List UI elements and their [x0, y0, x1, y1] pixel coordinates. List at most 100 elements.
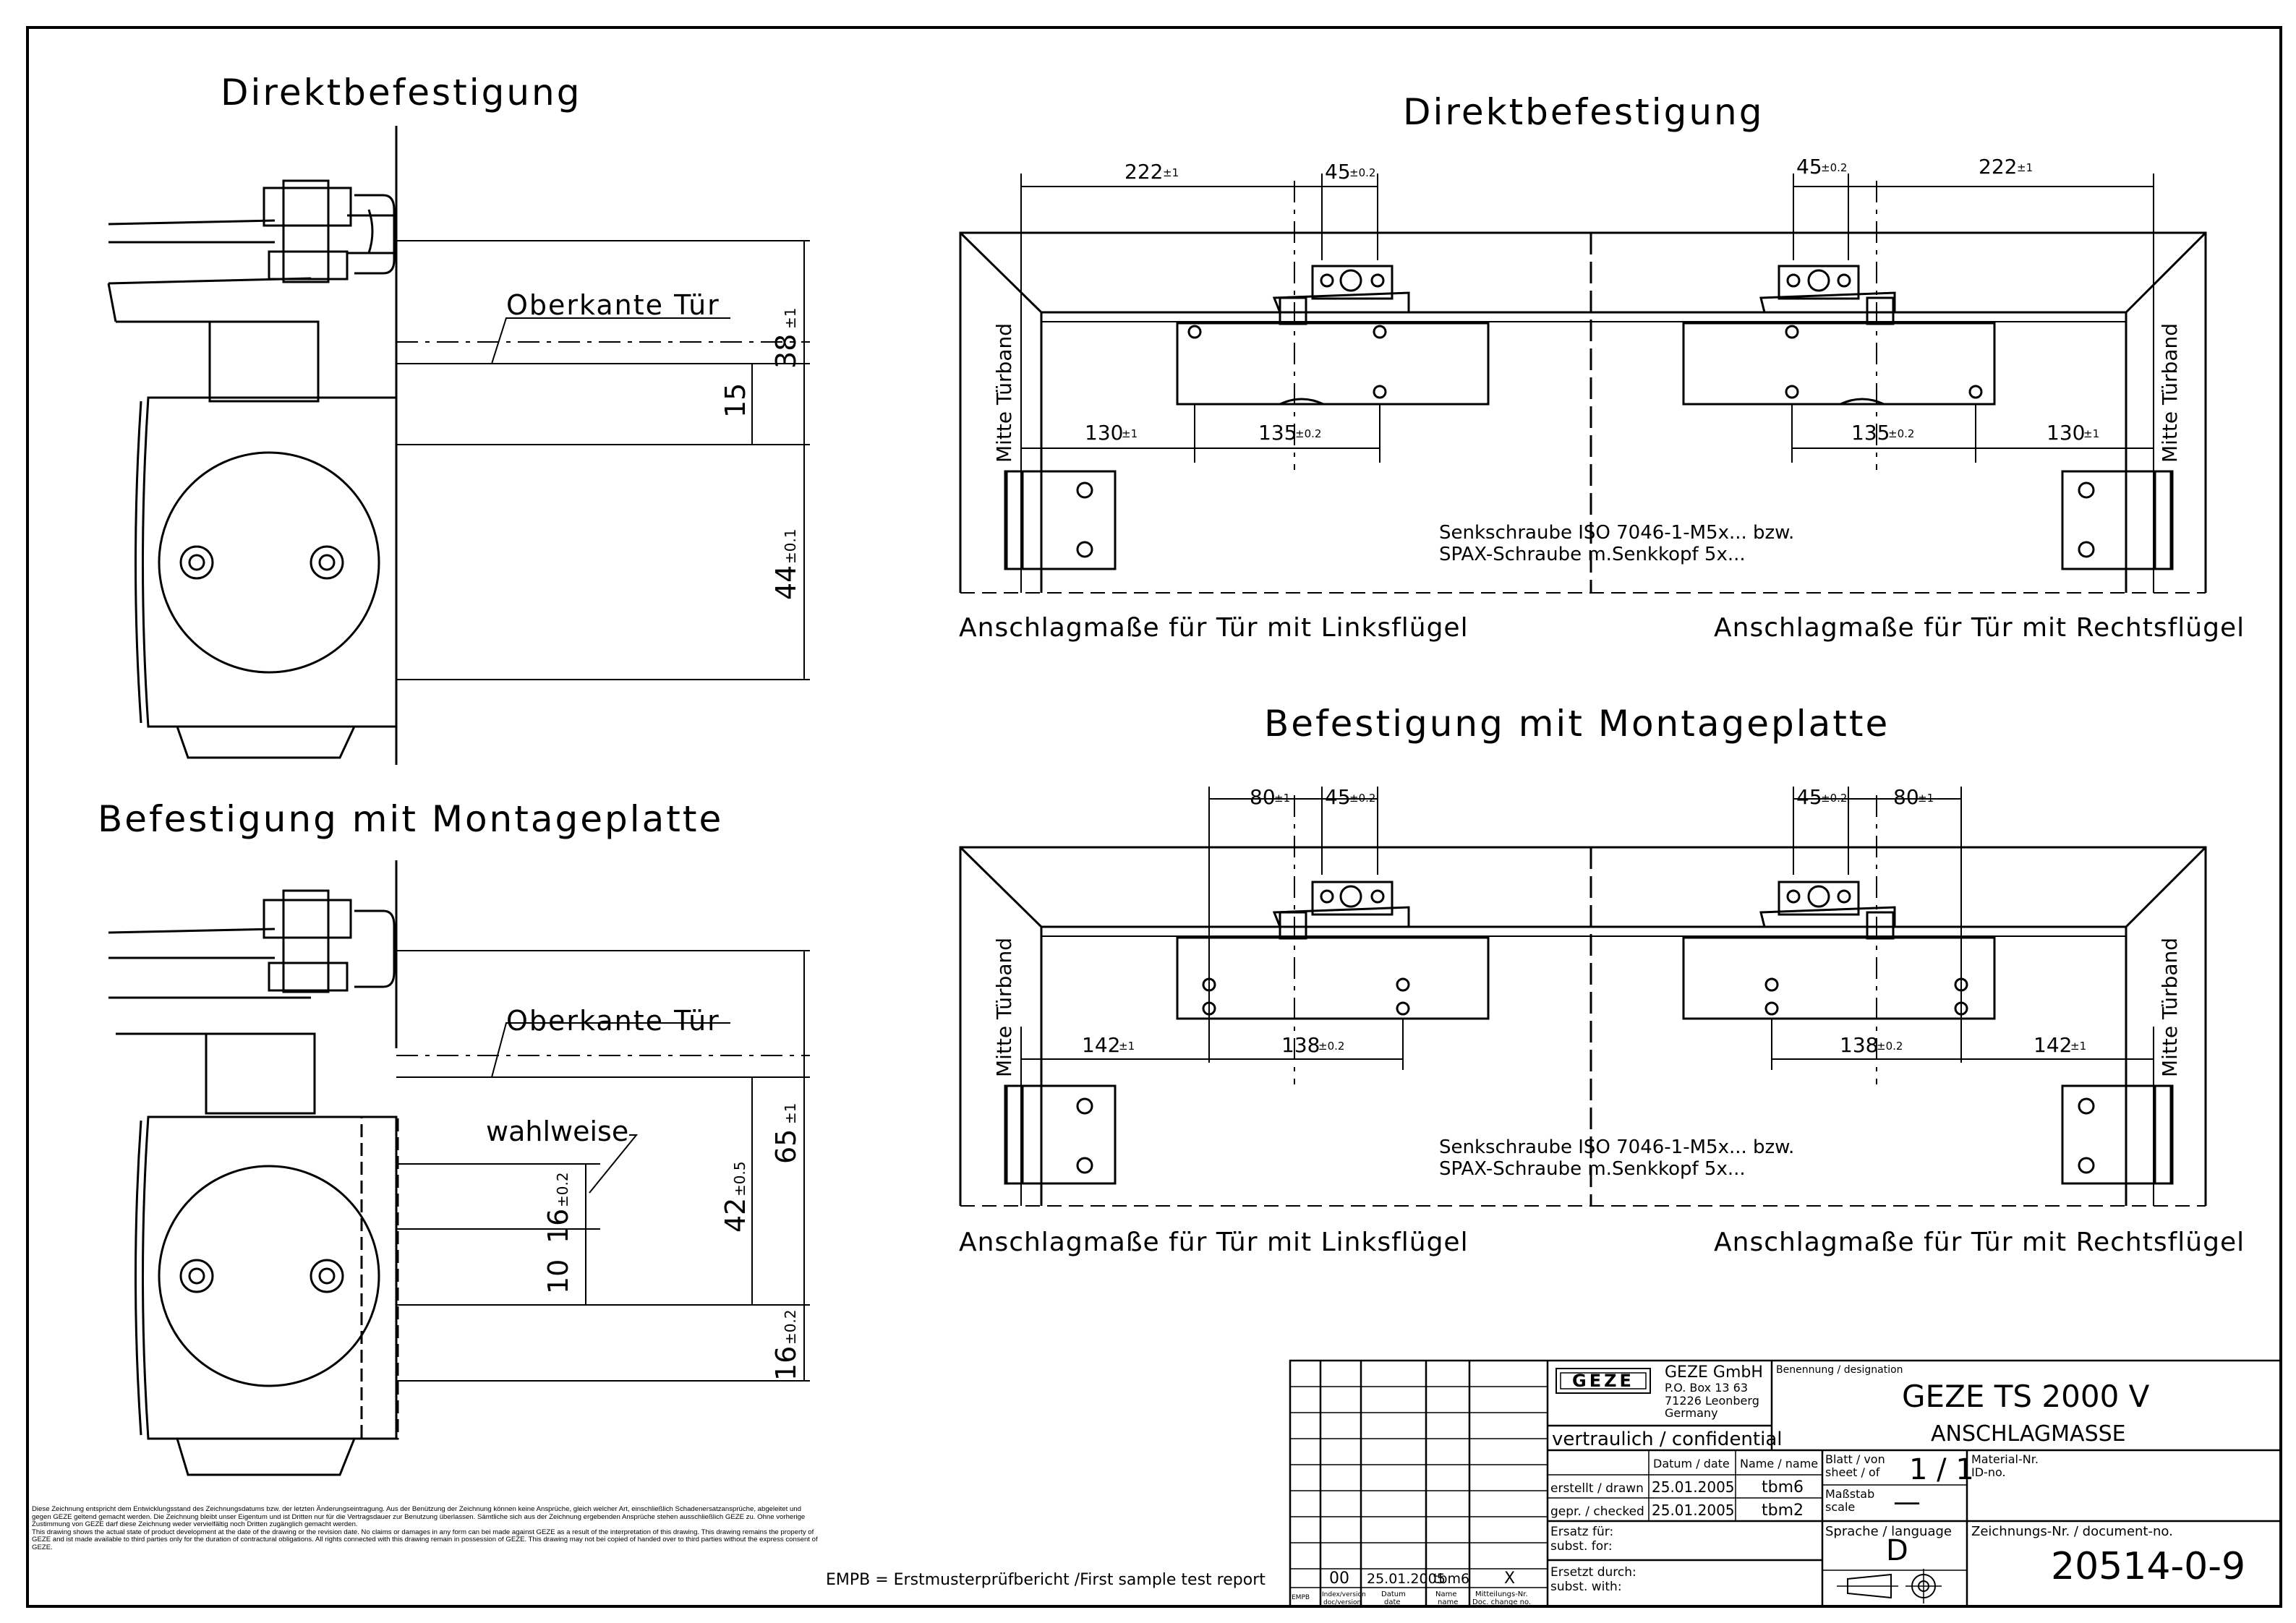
checked-label: gepr. / checked [1550, 1504, 1644, 1519]
dim-80-right: 80 [1893, 785, 1919, 809]
screw-note-top-2: SPAX-Schraube m.Senkkopf 5x... [1439, 544, 1746, 565]
company-address2: 71226 Leonberg [1665, 1394, 1759, 1408]
drawn-name: tbm6 [1762, 1478, 1804, 1496]
dim-45-tr-tol: ±0.2 [1821, 161, 1847, 174]
rev-header-date-en: date [1384, 1598, 1401, 1606]
geze-logo-text: GEZE [1572, 1371, 1634, 1391]
rev-header-index-en: doc/version [1323, 1599, 1361, 1606]
dim-80-right-tol: ±1 [1918, 792, 1934, 805]
rev-header-index: Index/version [1322, 1591, 1366, 1598]
screw-note-top-1: Senkschraube ISO 7046-1-M5x... bzw. [1439, 522, 1794, 544]
dim-222-right: 222 [1979, 155, 2017, 179]
dim-142-left: 142 [1082, 1033, 1120, 1057]
checked-name: tbm2 [1762, 1502, 1804, 1520]
company-address1: P.O. Box 13 63 [1665, 1381, 1748, 1395]
dim-142-right-tol: ±1 [2070, 1040, 2086, 1053]
company-name: GEZE GmbH [1665, 1363, 1763, 1382]
right-bottom-title: Befestigung mit Montageplatte [1264, 703, 1890, 745]
dim-45-br: 45 [1796, 785, 1822, 809]
confidential: vertraulich / confidential [1552, 1429, 1783, 1450]
left-top-view [107, 126, 810, 765]
left-bottom-view [108, 860, 810, 1476]
projection-symbol-icon [1837, 1569, 1942, 1603]
material-label-en: ID-no. [1971, 1465, 2006, 1479]
rev-index: 00 [1329, 1570, 1349, 1588]
dim-130-right-tol: ±1 [2083, 427, 2099, 440]
dim-45-bl: 45 [1325, 785, 1351, 809]
dim-16b-tol: ±0.2 [782, 1309, 799, 1345]
designation-line1: GEZE TS 2000 V [1902, 1379, 2150, 1414]
document-label: Zeichnungs-Nr. / document-no. [1971, 1524, 2173, 1539]
dim-222-left: 222 [1124, 160, 1163, 184]
dim-138-left-tol: ±0.2 [1318, 1040, 1344, 1053]
hinge-label-bl: Mitte Türband [992, 938, 1016, 1077]
checked-date: 25.01.2005 [1652, 1502, 1735, 1519]
legal-disclaimer: Diese Zeichnung entspricht dem Entwicklu… [32, 1505, 821, 1552]
replacement-for-de: Ersatz für: [1550, 1525, 1613, 1539]
dim-10: 10 [542, 1259, 574, 1294]
dim-142-right: 142 [2033, 1033, 2072, 1057]
disclaimer-english: This drawing shows the actual state of p… [32, 1528, 818, 1551]
designation-label: Benennung / designation [1776, 1364, 1903, 1376]
dim-130-left-tol: ±1 [1122, 427, 1138, 440]
dim-45-tl-tol: ±0.2 [1349, 166, 1375, 179]
rev-header-name-en: name [1438, 1598, 1458, 1606]
sheet-label-en: sheet / of [1825, 1465, 1880, 1479]
dim-16b: 16 [770, 1346, 802, 1381]
dim-45-tr: 45 [1796, 155, 1822, 179]
sheet-border [26, 26, 2282, 1608]
left-bottom-title: Befestigung mit Montageplatte [98, 798, 723, 840]
dim-45-br-tol: ±0.2 [1821, 792, 1847, 805]
dim-45-bl-tol: ±0.2 [1349, 792, 1375, 805]
geze-logo-icon [1555, 1368, 1651, 1394]
dim-38-tol: ±1 [782, 308, 799, 329]
door-edge-label-bottom: Oberkante Tür [506, 1005, 720, 1037]
left-top-title: Direktbefestigung [221, 72, 581, 114]
rev-mark: X [1504, 1570, 1515, 1588]
dim-135-left: 135 [1258, 421, 1297, 445]
dim-16a-tol: ±0.2 [554, 1172, 571, 1207]
material-label-de: Material-Nr. [1971, 1452, 2039, 1466]
scale-value: — [1893, 1486, 1921, 1517]
caption-top-left: Anschlagmaße für Tür mit Linksflügel [959, 613, 1469, 643]
rev-date: 25.01.2005 [1367, 1571, 1446, 1587]
empb-note: EMPB = Erstmusterprüfbericht /First samp… [826, 1571, 1266, 1589]
drawn-date: 25.01.2005 [1652, 1478, 1735, 1496]
dim-130-left: 130 [1085, 421, 1123, 445]
dim-222-left-tol: ±1 [1163, 166, 1179, 179]
dim-138-left: 138 [1281, 1033, 1320, 1057]
dim-65-tol: ±1 [782, 1103, 799, 1124]
dim-135-right-tol: ±0.2 [1888, 427, 1914, 440]
screw-note-bottom-1: Senkschraube ISO 7046-1-M5x... bzw. [1439, 1136, 1794, 1158]
dim-44-tol: ±0.1 [782, 528, 799, 564]
dim-138-right: 138 [1840, 1033, 1878, 1057]
dim-135-right: 135 [1851, 421, 1890, 445]
screw-note-bottom-2: SPAX-Schraube m.Senkkopf 5x... [1439, 1158, 1746, 1180]
dim-44: 44 [770, 565, 802, 600]
hinge-label-br: Mitte Türband [2158, 938, 2182, 1077]
optional-label: wahlweise [486, 1115, 628, 1147]
hinge-label-tr: Mitte Türband [2158, 323, 2182, 463]
sheet-label-de: Blatt / von [1825, 1452, 1885, 1466]
dim-80-left-tol: ±1 [1274, 792, 1290, 805]
dim-65: 65 [770, 1129, 802, 1164]
caption-bottom-right: Anschlagmaße für Tür mit Rechtsflügel [1714, 1228, 2245, 1257]
dim-138-right-tol: ±0.2 [1877, 1040, 1903, 1053]
dim-15: 15 [720, 383, 751, 418]
dim-130-right: 130 [2047, 421, 2085, 445]
scale-label-de: Maßstab [1825, 1487, 1874, 1501]
sheet-value: 1 / 1 [1909, 1453, 1974, 1486]
rev-header-empb: EMPB [1292, 1594, 1310, 1601]
door-edge-label-top: Oberkante Tür [506, 289, 720, 321]
replaced-by-de: Ersetzt durch: [1550, 1565, 1636, 1580]
name-header: Name / name [1740, 1457, 1818, 1470]
caption-top-right: Anschlagmaße für Tür mit Rechtsflügel [1714, 613, 2245, 643]
language-label: Sprache / language [1825, 1524, 1952, 1539]
rev-name: tbm6 [1433, 1571, 1469, 1587]
right-top-view [959, 174, 2207, 594]
replaced-by-en: subst. with: [1550, 1580, 1622, 1594]
designation-line2: ANSCHLAGMASSE [1931, 1421, 2126, 1447]
title-block-grid [1289, 1359, 2282, 1608]
right-bottom-view [959, 787, 2207, 1207]
